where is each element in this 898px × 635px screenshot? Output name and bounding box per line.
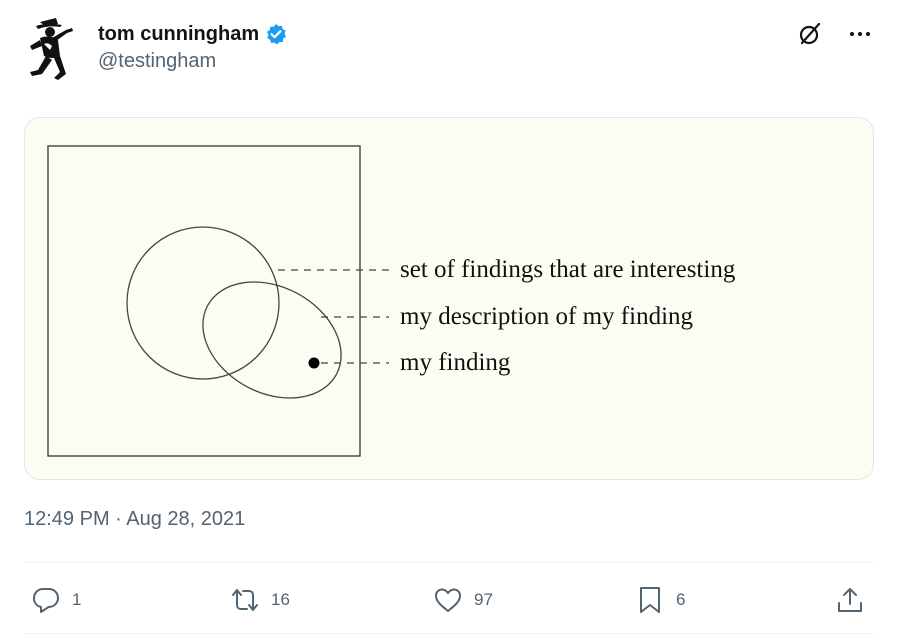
interesting-circle (126, 226, 280, 380)
reply-count: 1 (72, 590, 82, 609)
outer-square (47, 145, 361, 457)
reply-button[interactable]: 1 (30, 578, 81, 622)
like-count: 97 (474, 590, 493, 609)
description-ellipse (202, 281, 342, 399)
label-description: my description of my finding (400, 303, 694, 330)
tweet-header: tom cunningham @testingham (24, 14, 874, 84)
bookmark-button[interactable]: 6 (634, 578, 685, 622)
reply-icon (33, 588, 59, 613)
action-bar: 1 16 97 6 (24, 578, 874, 622)
display-name[interactable]: tom cunningham (98, 22, 260, 45)
label-interesting: set of findings that are interesting (400, 256, 736, 283)
heart-icon (435, 588, 461, 612)
tweet-timestamp[interactable]: 12:49 PM · Aug 28, 2021 (24, 508, 246, 530)
venn-figure: set of findings that are interesting my … (47, 145, 736, 457)
cowboy-illustration-icon (30, 18, 73, 80)
divider-top (24, 562, 874, 563)
grok-icon[interactable] (796, 20, 824, 48)
like-button[interactable]: 97 (432, 578, 493, 622)
retweet-count: 16 (271, 590, 290, 609)
handle[interactable]: @testingham (98, 50, 217, 72)
tweet-image[interactable]: set of findings that are interesting my … (24, 117, 874, 480)
divider-bottom (24, 633, 874, 634)
share-icon (838, 588, 862, 612)
retweet-icon (232, 589, 258, 611)
bookmark-icon (640, 587, 660, 613)
share-button[interactable] (834, 578, 866, 622)
verified-badge-icon (265, 23, 287, 45)
retweet-button[interactable]: 16 (229, 578, 290, 622)
label-finding: my finding (400, 349, 511, 376)
more-icon[interactable] (846, 20, 874, 48)
finding-dot (308, 357, 320, 369)
avatar[interactable] (26, 16, 84, 82)
bookmark-count: 6 (676, 590, 686, 609)
